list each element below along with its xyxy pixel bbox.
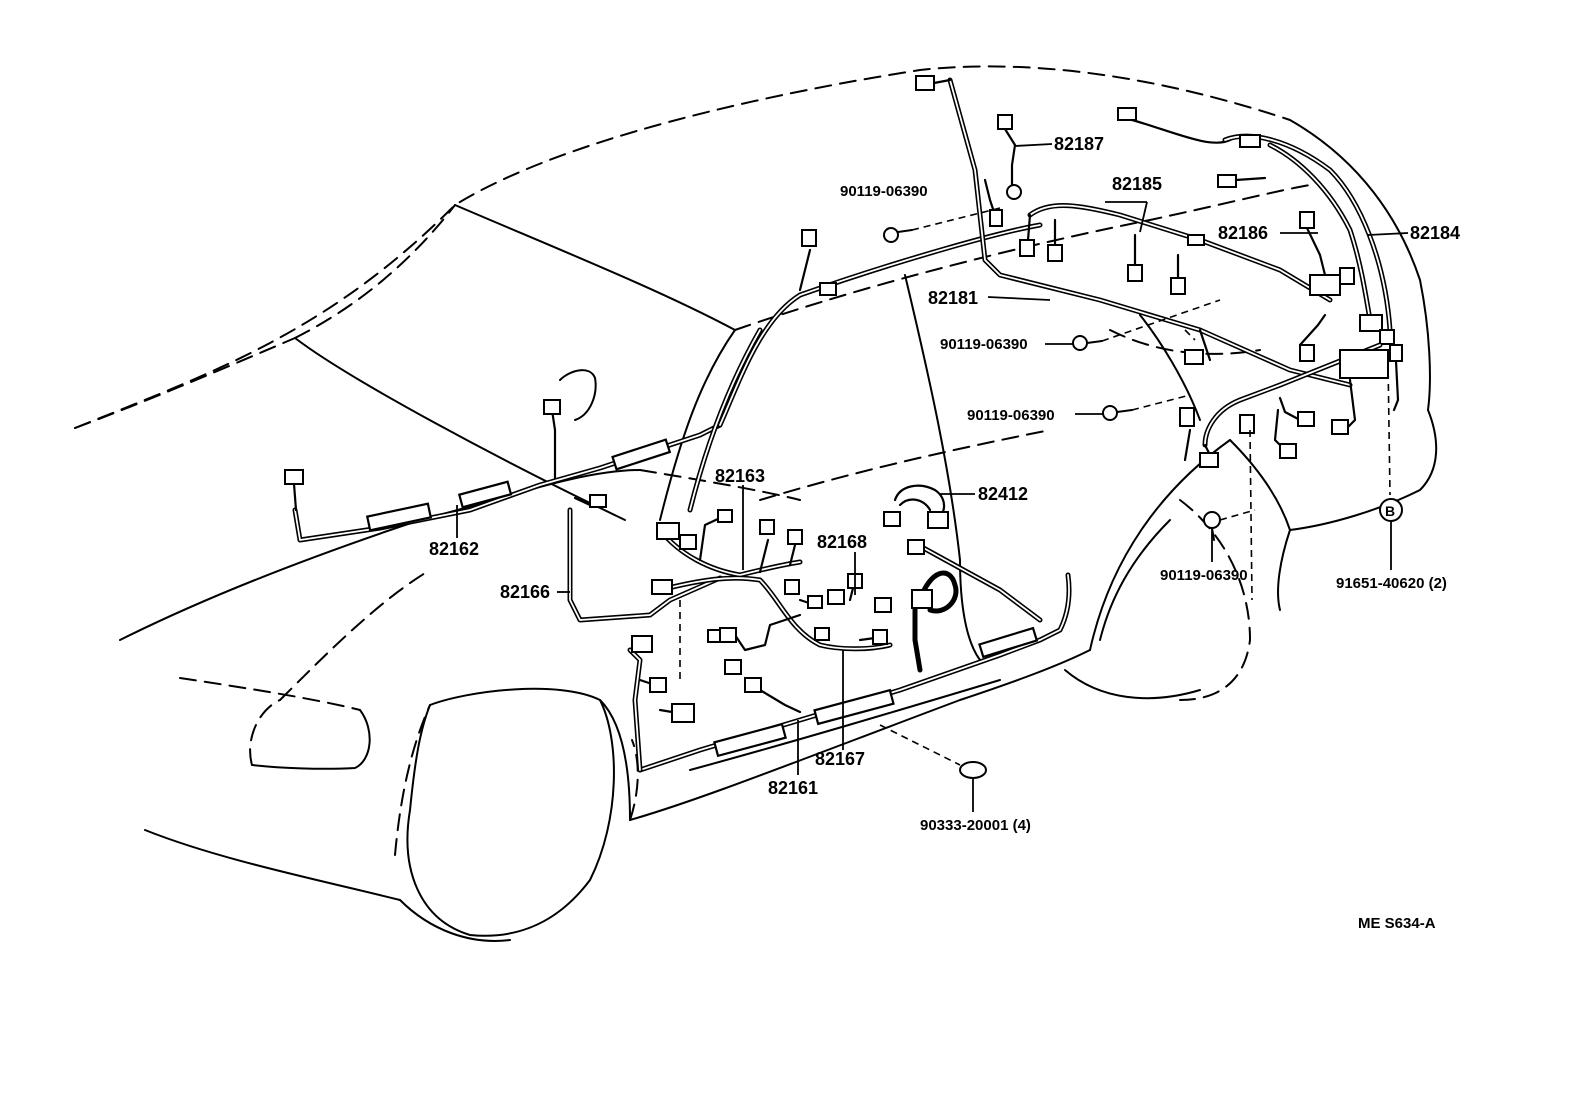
callout-bolt-mid: 90119-06390: [940, 336, 1028, 353]
harness-82187: [997, 114, 1022, 200]
callout-82166: 82166: [500, 582, 550, 602]
callout-clip-floor: 90333-20001 (4): [920, 817, 1031, 834]
callout-82167: 82167: [815, 749, 865, 769]
callout-82187: 82187: [1054, 134, 1104, 154]
harness-82161-floor: [627, 572, 1072, 773]
callout-82161: 82161: [768, 778, 818, 798]
callout-ref-b: B: [1385, 503, 1395, 519]
callout-clip-b: 91651-40620 (2): [1336, 575, 1447, 592]
vehicle-body-outline: [74, 65, 1438, 942]
callout-82163: 82163: [715, 466, 765, 486]
callout-bolt-roof: 90119-06390: [840, 183, 928, 200]
callout-bolt-wheel: 90119-06390: [1160, 567, 1248, 584]
bolt-roof-fastener: [883, 207, 1001, 243]
callout-82168: 82168: [817, 532, 867, 552]
callout-82186: 82186: [1218, 223, 1268, 243]
leader-lines: [456, 143, 1409, 812]
harness-82186-82184-rear: [1217, 133, 1395, 345]
clip-floor-fastener: [879, 724, 987, 779]
callout-82412: 82412: [978, 484, 1028, 504]
bolt-low-fastener: [1102, 394, 1191, 421]
harness-82181-roof-main: [915, 75, 1353, 388]
callout-82181: 82181: [928, 288, 978, 308]
bolt-mid-fastener: [1072, 299, 1221, 351]
clip-b-fastener: [1379, 359, 1403, 522]
dashed-references: [679, 329, 1253, 680]
callout-82185: 82185: [1112, 174, 1162, 194]
part-callouts: 82187 82185 82186 82184 82181 90119-0639…: [429, 134, 1460, 932]
callout-82184: 82184: [1410, 223, 1460, 243]
drawing-code: ME S634-A: [1358, 915, 1436, 932]
harness-rear-floor: [1179, 313, 1403, 468]
callout-82162: 82162: [429, 539, 479, 559]
harness-82163-dash: [651, 509, 893, 652]
callout-bolt-low: 90119-06390: [967, 407, 1055, 424]
harness-82185-roof: [1019, 107, 1333, 303]
harness-82412-center: [883, 484, 1043, 673]
harness-a-pillar: [687, 222, 1043, 513]
harness-82166: [567, 507, 723, 623]
harness-82162-front-roof: [284, 369, 723, 543]
